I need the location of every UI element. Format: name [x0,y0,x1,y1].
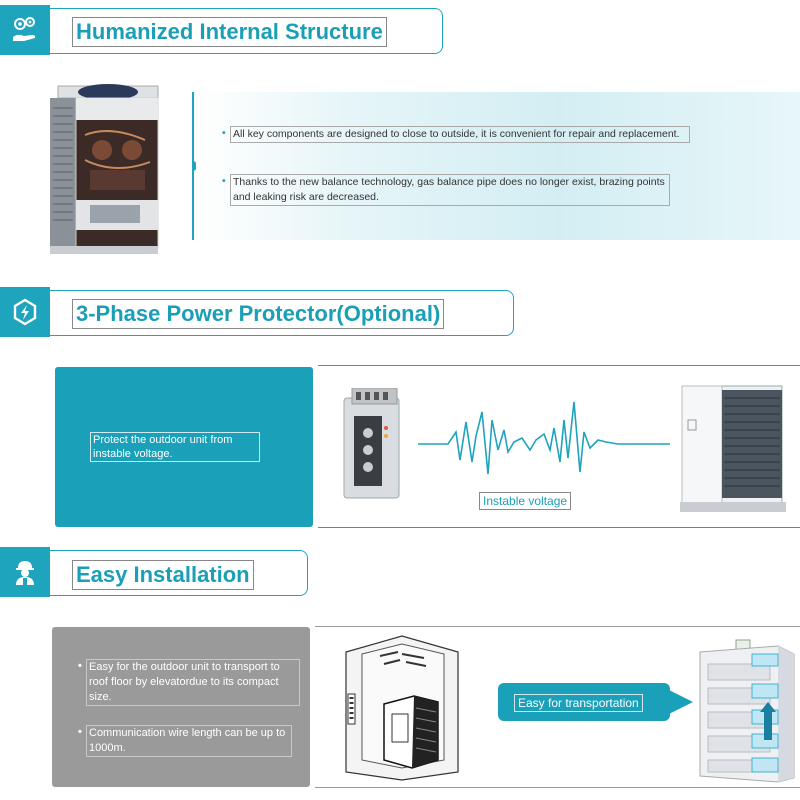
section-title: Humanized Internal Structure [72,17,387,47]
bullet-dot: • [78,726,82,738]
instable-voltage-waveform [418,392,670,487]
outdoor-unit-open-image [50,80,165,255]
divider-line [315,787,800,788]
elevator-image [340,632,465,782]
bullet-dot: • [222,175,226,187]
bullet-text: Easy for the outdoor unit to transport t… [86,659,300,706]
section1-divider [192,92,194,240]
bullet-item: • Communication wire length can be up to… [78,725,292,757]
worker-icon [0,547,50,597]
transport-label-box [498,683,670,721]
transport-label: Easy for transportation [514,694,643,712]
bullet-item: • All key components are designed to clo… [222,126,690,143]
divider-line [315,626,800,627]
installation-info-panel [52,627,310,787]
bullet-item: • Thanks to the new balance technology, … [222,174,670,206]
section1-info-panel [196,92,800,240]
bullet-dot: • [78,660,82,672]
outdoor-unit-image [678,380,790,515]
divider-line [318,365,800,366]
bullet-item: • Easy for the outdoor unit to transport… [78,659,300,706]
bullet-text: All key components are designed to close… [230,126,690,143]
section-title: 3-Phase Power Protector(Optional) [72,299,445,329]
bullet-dot: • [222,127,226,139]
power-bolt-icon [0,287,50,337]
transport-arrow-icon [669,690,693,714]
bullet-text: Thanks to the new balance technology, ga… [230,174,670,206]
section-title: Easy Installation [72,560,254,590]
instable-voltage-label: Instable voltage [479,492,572,510]
bullet-text: Communication wire length can be up to 1… [86,725,292,757]
power-protector-description: Protect the outdoor unit from instable v… [90,432,260,462]
divider-line [318,527,800,528]
gears-hand-icon [0,5,50,55]
building-image [696,636,796,784]
power-protector-device-image [334,387,414,503]
power-protector-panel [55,367,313,527]
